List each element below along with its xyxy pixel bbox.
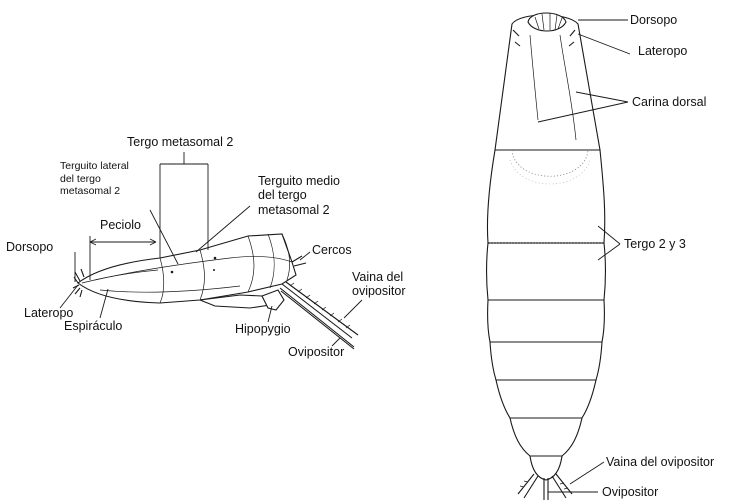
label-terguito-medio-line-1: Terguito medio [258,174,340,188]
label-terguito-medio-line-2: del tergo [258,188,340,202]
label-tergo-2-y-3: Tergo 2 y 3 [624,237,686,251]
label-vaina-lateral: Vaina del ovipositor [352,270,406,299]
label-ovipositor-dorsal: Ovipositor [602,485,658,499]
label-terguito-lateral-line-1: Terguito lateral [60,160,129,173]
label-espiraculo: Espiráculo [64,319,122,333]
label-ovipositor-lateral: Ovipositor [288,345,344,359]
label-vaina-dorsal: Vaina del ovipositor [606,455,714,469]
label-terguito-medio-line-3: metasomal 2 [258,203,340,217]
label-peciolo: Peciolo [100,218,141,232]
label-cercos: Cercos [312,243,352,257]
label-hipopygio: Hipopygio [235,322,291,336]
label-carina-dorsal: Carina dorsal [632,95,706,109]
label-terguito-lateral-line-3: metasomal 2 [60,185,129,198]
dorsal-metasoma-drawing [487,13,606,500]
label-dorsopo-dorsal: Dorsopo [630,13,677,27]
label-terguito-lateral-line-2: del tergo [60,173,129,186]
label-vaina-lateral-line-1: Vaina del [352,270,406,284]
label-tergo-metasomal-2: Tergo metasomal 2 [127,135,233,149]
label-terguito-lateral: Terguito lateral del tergo metasomal 2 [60,160,129,198]
label-vaina-lateral-line-2: ovipositor [352,284,406,298]
label-lateropo-dorsal: Lateropo [638,44,687,58]
label-dorsopo-lateral: Dorsopo [6,240,53,254]
label-terguito-medio: Terguito medio del tergo metasomal 2 [258,174,340,217]
